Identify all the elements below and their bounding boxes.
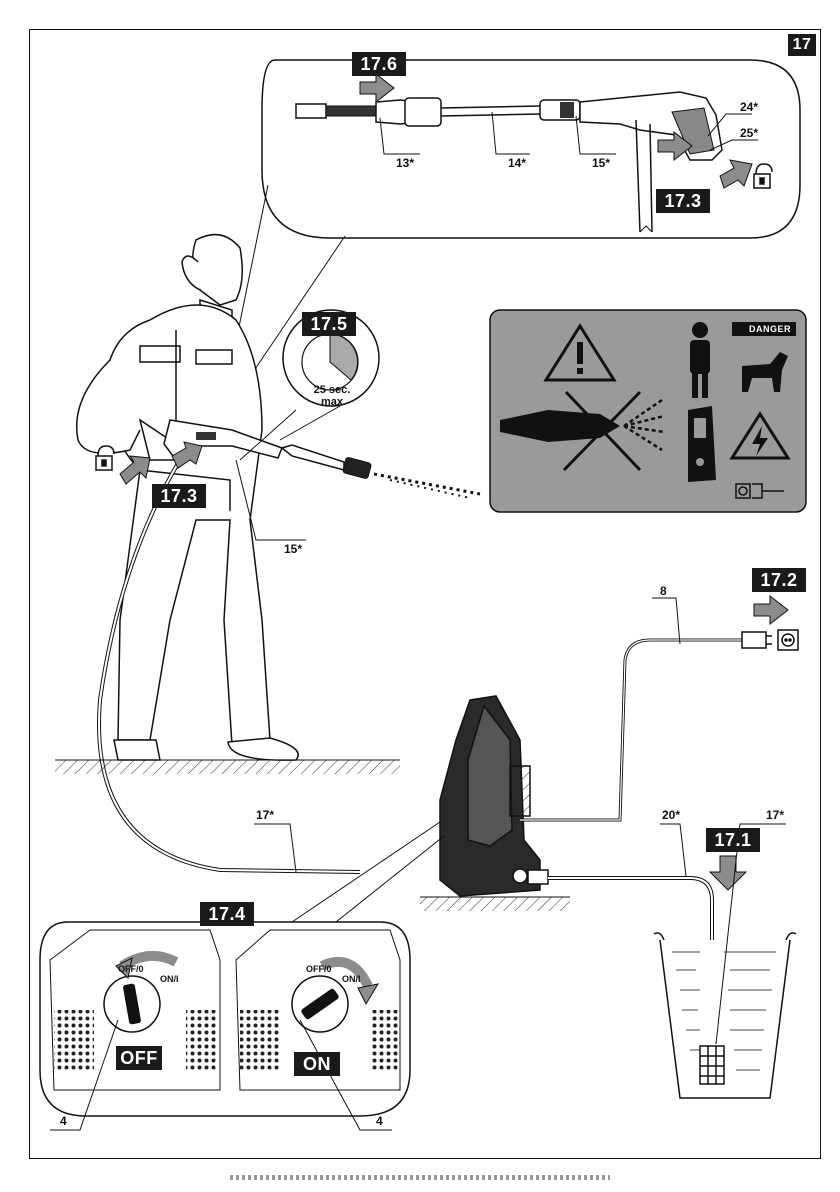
washer-unit-icon <box>688 406 716 482</box>
step-badge-17-5: 17.5 <box>302 312 356 336</box>
part-label-15: 15* <box>284 542 302 556</box>
step-badge-17-3-top: 17.3 <box>656 189 710 213</box>
part-label-8: 8 <box>660 584 667 598</box>
unlock-icon <box>754 164 772 188</box>
part-label-25: 25* <box>740 126 758 140</box>
ground-right <box>420 897 570 911</box>
part-label-13: 13* <box>396 156 414 170</box>
timer-max: max <box>304 396 360 408</box>
switch-off-label-right: OFF/0 <box>306 964 332 974</box>
step-badge-17-6: 17.6 <box>352 52 406 76</box>
plug-icon <box>742 632 772 648</box>
step-badge-17-4: 17.4 <box>200 902 254 926</box>
part-label-4-left: 4 <box>60 1114 67 1128</box>
socket-icon <box>778 630 798 650</box>
danger-label: DANGER <box>744 323 796 335</box>
part-label-24: 24* <box>740 100 758 114</box>
timer-duration: 25 sec. <box>304 384 360 396</box>
part-label-17-left: 17* <box>256 808 274 822</box>
part-label-15-top: 15* <box>592 156 610 170</box>
pressure-washer <box>440 696 548 896</box>
on-badge: ON <box>294 1052 340 1076</box>
part-label-14: 14* <box>508 156 526 170</box>
unlock-icon <box>96 446 114 470</box>
switch-on-label-right: ON/I <box>342 974 361 984</box>
warning-panel <box>490 310 806 512</box>
print-strip <box>230 1175 610 1180</box>
step-badge-17-1: 17.1 <box>706 828 760 852</box>
switch-detail-callout <box>40 822 444 1116</box>
arrow-down-icon <box>710 856 746 890</box>
switch-off-label-left: OFF/0 <box>118 964 144 974</box>
step-badge-17-2: 17.2 <box>752 568 806 592</box>
power-cable <box>520 640 742 820</box>
part-label-20: 20* <box>662 808 680 822</box>
part-label-17-right: 17* <box>766 808 784 822</box>
step-badge-17-3: 17.3 <box>152 484 206 508</box>
arrow-right-icon <box>754 596 788 624</box>
switch-on-label-left: ON/I <box>160 974 179 984</box>
ground-left <box>55 760 400 774</box>
part-label-4-right: 4 <box>376 1114 383 1128</box>
off-badge: OFF <box>116 1046 162 1070</box>
step-badge-page: 17 <box>788 34 816 56</box>
